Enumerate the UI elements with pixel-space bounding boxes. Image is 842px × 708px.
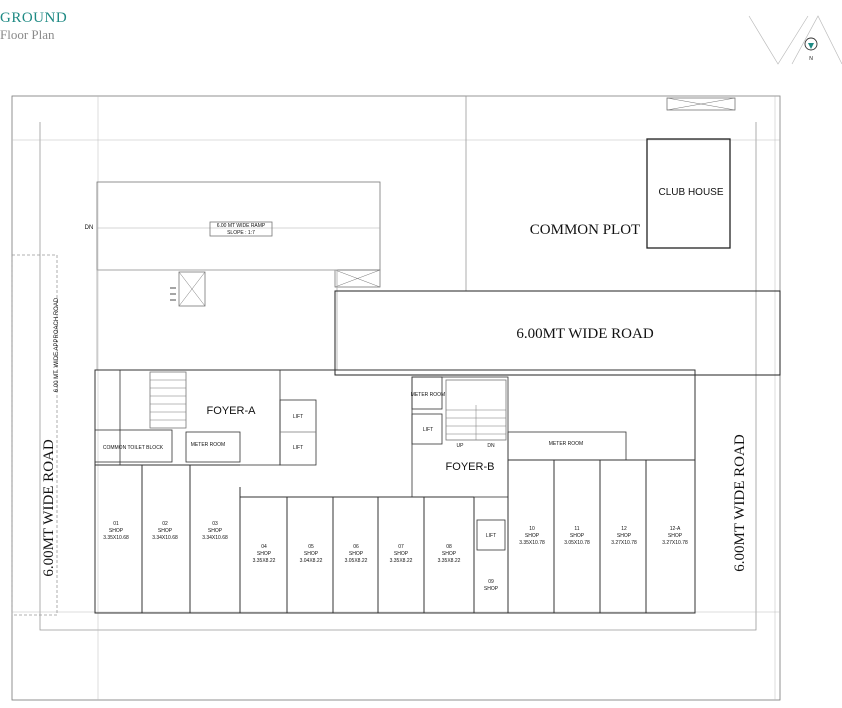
shop-num-label: 03 [212,521,218,527]
stair-dn-label: DN [487,443,495,449]
right-road-label: 6.00MT WIDE ROAD [732,434,748,572]
meter-room-b-label: METER ROOM [411,392,445,398]
north-compass-icon: N [804,37,818,62]
shop-size-label: 3.27X10.78 [611,540,637,546]
ramp-label: 6.00 MT WIDE RAMP [217,223,266,229]
shop-num-label: 04 [261,544,267,550]
shop-num-label: 08 [446,544,452,550]
shop-type-label: SHOP [668,533,683,539]
meter-room-b [411,376,443,410]
ramp-shaft [178,271,206,307]
shop-num-label: 01 [113,521,119,527]
shop-num-label: 10 [529,526,535,532]
common-plot-label: COMMON PLOT [530,222,640,238]
shop-type-label: SHOP [349,551,364,557]
toilet-block [94,429,173,463]
plan-subtitle: Floor Plan [0,27,55,42]
approach-road-area [11,254,58,616]
shop-walls [95,459,695,613]
shop-type-label: SHOP [394,551,409,557]
stair-up-label: UP [457,443,465,449]
shop-type-label: SHOP [304,551,319,557]
gate [666,97,736,111]
shop-num-label: 09 [488,579,494,585]
shop-num-label: 07 [398,544,404,550]
commercial-block [94,369,696,614]
lift-b2 [476,519,506,551]
lift-shaft-a [279,399,317,466]
parking-area [96,269,338,371]
shops: 01SHOP3.35X10.6802SHOP3.34X10.6803SHOP3.… [103,521,688,592]
north-label: N [809,56,813,62]
setback-line [39,122,757,631]
meter-room-c-label: METER ROOM [549,441,583,447]
shop-type-label: SHOP [257,551,272,557]
shop-size-label: 3.35X10.68 [103,535,129,541]
toilet-label: COMMON TOILET BLOCK [103,445,164,451]
ramp-dn-label: DN [85,225,94,231]
shop-num-label: 02 [162,521,168,527]
shop-num-label: 12 [621,526,627,532]
shop-num-label: 05 [308,544,314,550]
shop-size-label: 3.04X8.22 [300,558,323,564]
ramp-slope-label: SLOPE : 1:7 [227,230,255,236]
shop-num-label: 06 [353,544,359,550]
shop-type-label: SHOP [442,551,457,557]
club-house [646,138,731,249]
left-road-label: 6.00MT WIDE ROAD [41,439,57,577]
shop-size-label: 3.35X8.22 [438,558,461,564]
shop-size-label: 3.05X10.78 [564,540,590,546]
meter-room-a-label: METER ROOM [191,442,225,448]
logo-mark [748,15,842,65]
shop-size-label: 3.27X10.78 [662,540,688,546]
ramp-landing [334,269,381,288]
shop-size-label: 3.35X8.22 [390,558,413,564]
plan-title: GROUND [0,10,68,26]
lift-a2-label: LIFT [293,445,303,451]
shop-type-label: SHOP [617,533,632,539]
shop-type-label: SHOP [525,533,540,539]
meter-room-a [185,431,241,463]
foyer-b-label: FOYER-B [446,461,495,473]
north-arrow-ticks [170,287,176,301]
foyer-a-label: FOYER-A [207,405,257,417]
shop-size-label: 3.34X10.68 [202,535,228,541]
ramp-label-box [209,221,273,237]
shop-size-label: 3.05X8.22 [345,558,368,564]
shop-size-label: 3.34X10.68 [152,535,178,541]
shop-size-label: 3.35X10.78 [519,540,545,546]
lift-b2-label: LIFT [486,533,496,539]
internal-road-label: 6.00MT WIDE ROAD [516,326,654,342]
shop-num-label: 12-A [670,526,681,532]
shop-type-label: SHOP [158,528,173,534]
internal-road [334,290,781,376]
approach-road-label: 6.00 MT. WIDE APPROACH ROAD [54,297,60,392]
shop-type-label: SHOP [109,528,124,534]
shop-type-label: SHOP [208,528,223,534]
lift-b1 [411,413,443,445]
shop-num-label: 11 [574,526,579,532]
lift-b1-label: LIFT [423,427,433,433]
shop-type-label: SHOP [570,533,585,539]
stair-a [149,371,187,429]
club-house-label: CLUB HOUSE [658,187,723,198]
shop-size-label: 3.35X8.22 [253,558,276,564]
shop-type-label: SHOP [484,586,499,592]
common-plot-area [465,95,781,292]
lift-a1-label: LIFT [293,414,303,420]
